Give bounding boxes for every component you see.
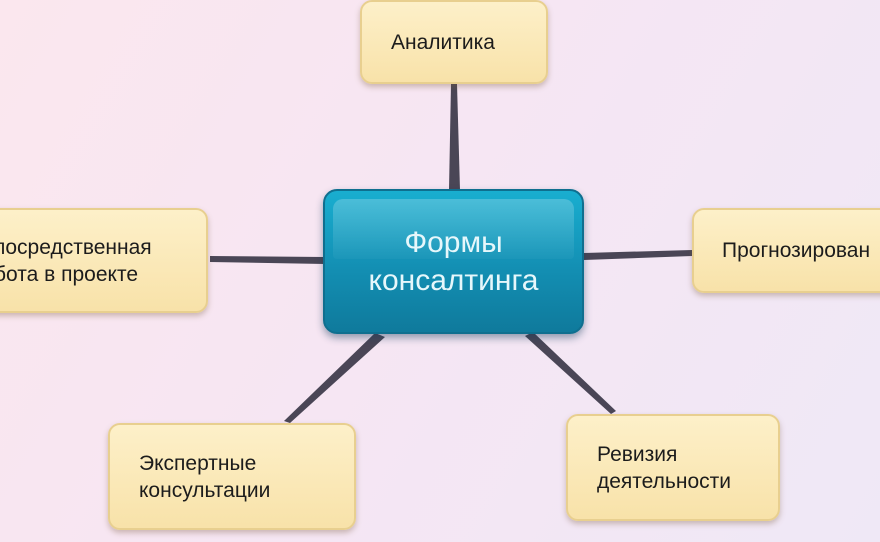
connector-analytics xyxy=(449,84,460,190)
connector-direct-work xyxy=(210,256,325,264)
node-expert-consultations-label: Экспертные консультации xyxy=(139,451,271,502)
connector-expert xyxy=(284,333,385,423)
center-node-label: Формы консалтинга xyxy=(368,225,539,297)
node-forecasting-label: Прогнозирован xyxy=(722,239,871,262)
connector-forecasting xyxy=(584,250,692,260)
center-node[interactable]: Формы консалтинга xyxy=(323,189,584,334)
node-direct-work-label: посредственная бота в проекте xyxy=(0,235,152,286)
connector-audit xyxy=(525,332,616,414)
node-direct-work[interactable]: посредственная бота в проекте xyxy=(0,208,208,313)
node-audit[interactable]: Ревизия деятельности xyxy=(566,414,780,521)
node-expert-consultations[interactable]: Экспертные консультации xyxy=(108,423,356,530)
node-forecasting[interactable]: Прогнозирован xyxy=(692,208,880,293)
node-analytics[interactable]: Аналитика xyxy=(360,0,548,84)
node-analytics-label: Аналитика xyxy=(391,30,495,54)
node-audit-label: Ревизия деятельности xyxy=(597,442,731,493)
